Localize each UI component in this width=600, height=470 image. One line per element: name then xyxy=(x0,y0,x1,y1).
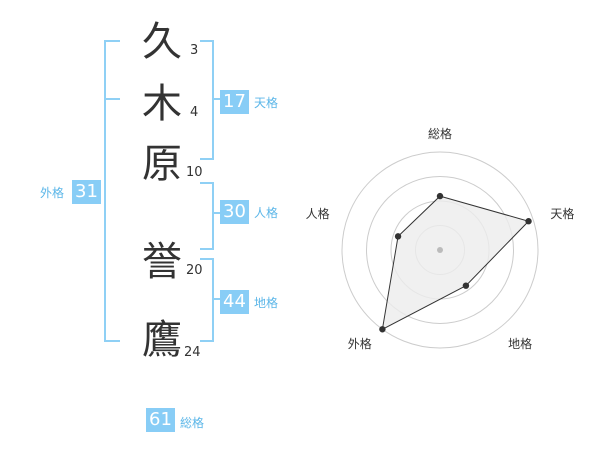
gaikaku-bracket xyxy=(104,40,120,342)
radar-axis-label-2: 天格 xyxy=(550,206,574,221)
radar-point-4 xyxy=(379,326,386,333)
jinkaku-value-badge: 30 xyxy=(220,200,249,224)
name-char-5: 鷹 xyxy=(142,317,182,363)
radar-axis-label-3: 地格 xyxy=(508,336,532,351)
stroke-count-1: 3 xyxy=(190,43,199,58)
radar-point-1 xyxy=(436,192,444,200)
chikaku-label: 地格 xyxy=(254,296,279,310)
name-char-4: 誉 xyxy=(142,239,182,285)
tenkaku-value-badge: 17 xyxy=(220,90,249,114)
chikaku-bracket xyxy=(200,258,214,342)
stroke-count-2: 4 xyxy=(190,105,199,120)
chikaku-bracket-arm xyxy=(214,298,220,300)
jinkaku-label: 人格 xyxy=(254,206,279,220)
radar-center-dot xyxy=(437,247,443,253)
stroke-count-5: 24 xyxy=(184,345,201,360)
name-char-3: 原 xyxy=(142,141,182,187)
jinkaku-bracket xyxy=(200,182,214,250)
tenkaku-bracket xyxy=(200,40,214,160)
radar-axis-label-4: 外格 xyxy=(348,336,372,351)
name-char-2: 木 xyxy=(142,81,182,127)
soukaku-value-badge: 61 xyxy=(146,408,175,432)
radar-series-polygon xyxy=(381,195,530,331)
radar-point-3 xyxy=(462,282,470,289)
gaikaku-bracket-tick xyxy=(106,98,120,100)
soukaku-label: 総格 xyxy=(180,416,205,430)
radar-axis-label-5: 人格 xyxy=(306,206,330,221)
stroke-count-3: 10 xyxy=(186,165,203,180)
radar-point-5 xyxy=(394,233,402,240)
radar-point-2 xyxy=(525,218,532,225)
stroke-count-4: 20 xyxy=(186,263,203,278)
tenkaku-bracket-arm xyxy=(214,98,220,100)
name-char-1: 久 xyxy=(142,19,182,65)
gaikaku-value-badge: 31 xyxy=(72,180,101,204)
tenkaku-label: 天格 xyxy=(254,96,279,110)
chikaku-value-badge: 44 xyxy=(220,290,249,314)
radar-grid-ring-4 xyxy=(341,151,539,349)
radar-grid-ring-3 xyxy=(366,176,514,324)
jinkaku-bracket-arm xyxy=(214,212,220,214)
gaikaku-label: 外格 xyxy=(40,186,65,200)
radar-axis-label-1: 総格 xyxy=(428,126,452,141)
